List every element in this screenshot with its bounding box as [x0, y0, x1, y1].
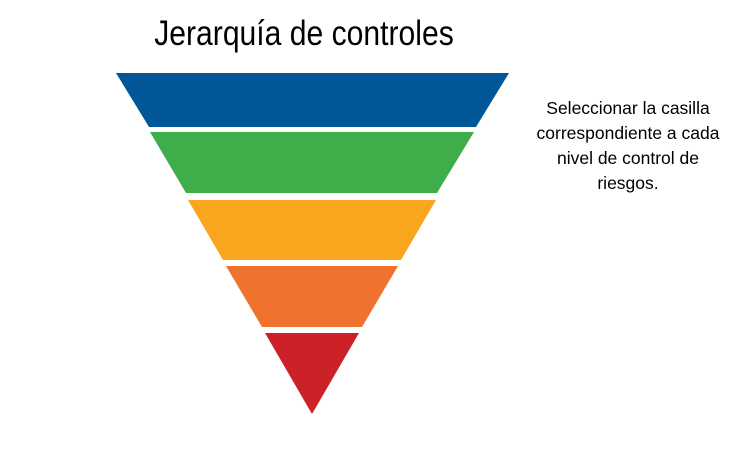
diagram-title: Jerarquía de controles	[154, 14, 454, 53]
pyramid-level-1[interactable]	[116, 73, 509, 127]
instruction-text: Seleccionar la casilla correspondiente a…	[536, 98, 720, 193]
pyramid-level-4[interactable]	[226, 266, 398, 327]
pyramid-level-2[interactable]	[150, 132, 474, 193]
pyramid-level-3[interactable]	[188, 200, 436, 260]
pyramid-level-5[interactable]	[265, 333, 359, 414]
